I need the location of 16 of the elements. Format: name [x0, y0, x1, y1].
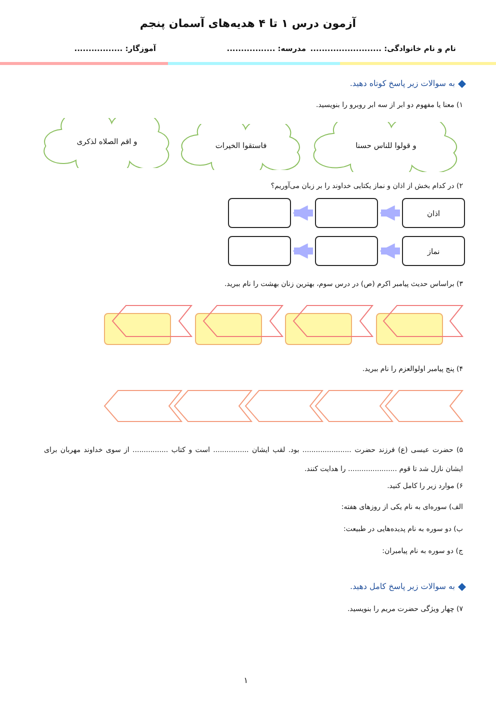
arrow — [379, 205, 400, 221]
arrow — [292, 205, 313, 221]
answer-box — [228, 236, 291, 266]
answer-box — [195, 313, 262, 345]
answer-box — [228, 198, 291, 228]
answer-box — [104, 313, 171, 345]
answer-box — [285, 313, 352, 345]
page-title: آزمون درس ۱ تا ۴ هدیه‌های آسمان پنجم — [138, 17, 358, 31]
answer-box — [376, 313, 443, 345]
page-number: ۱ — [244, 676, 248, 686]
arrow — [292, 243, 313, 259]
arrow — [379, 243, 400, 259]
answer-box — [315, 236, 378, 266]
section-heading: به سوالات زیر پاسخ کامل دهید. — [350, 582, 455, 592]
answer-box — [315, 198, 378, 228]
section-heading: به سوالات زیر پاسخ کوتاه دهید. — [350, 79, 455, 89]
